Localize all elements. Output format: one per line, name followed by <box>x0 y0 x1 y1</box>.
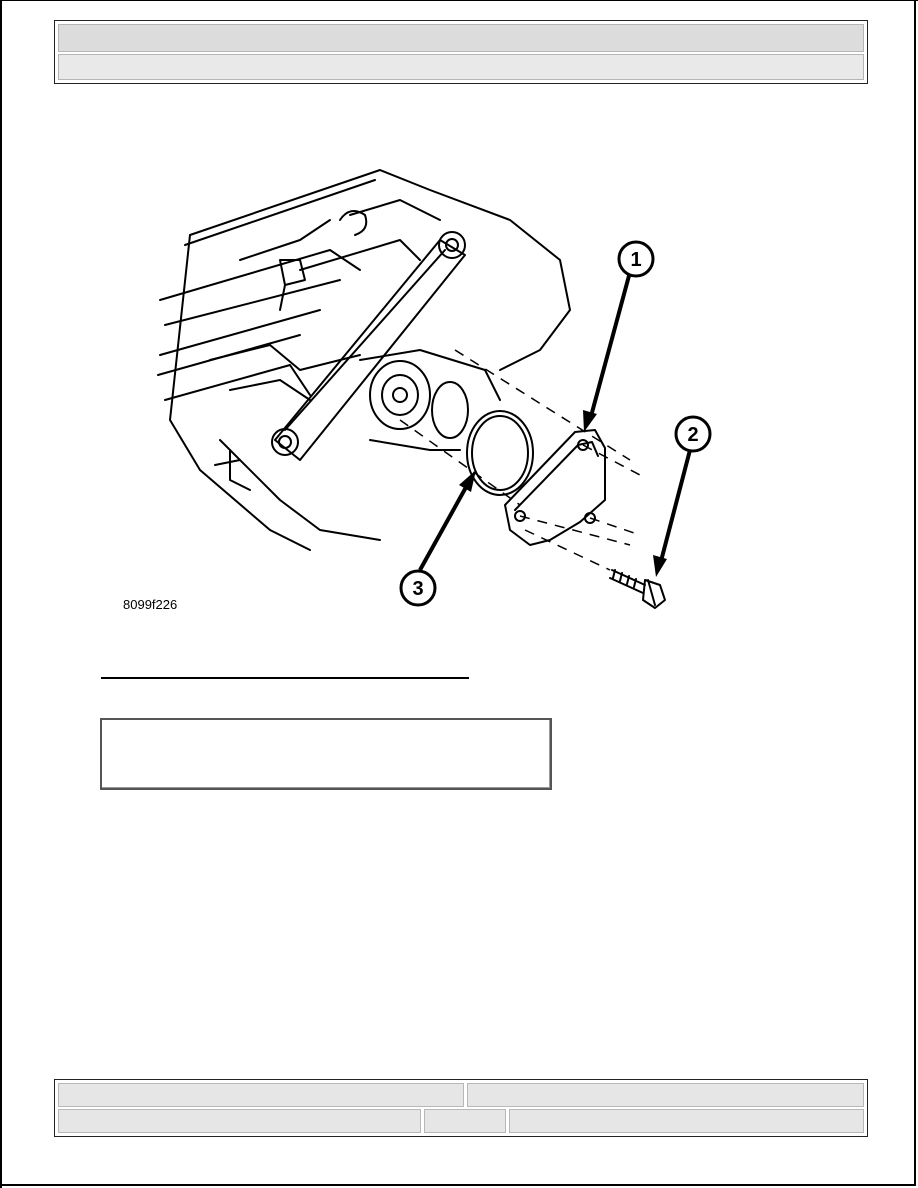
header-title-bar <box>58 24 864 52</box>
callout-3-label: 3 <box>412 578 423 600</box>
callout-3-circle <box>399 569 437 607</box>
callout-2-label: 2 <box>687 424 698 446</box>
header-subtitle-bar <box>58 54 864 80</box>
footer-cell-bottom-left <box>58 1109 421 1133</box>
footer-cell-top-right <box>467 1083 864 1107</box>
callout-2-circle <box>674 415 712 453</box>
page-header <box>54 20 868 84</box>
page-border-top <box>0 0 918 1</box>
footer-cell-bottom-middle <box>424 1109 506 1133</box>
callout-1-circle <box>617 240 655 278</box>
figure-caption: 8099f226 <box>123 597 178 612</box>
section-rule <box>101 677 469 679</box>
engine-cover-illustration: 1 2 3 <box>157 169 712 609</box>
page-footer <box>54 1079 868 1137</box>
footer-cell-top-left <box>58 1083 464 1107</box>
callout-1-label: 1 <box>630 249 641 271</box>
note-box <box>100 718 552 790</box>
page-border-left <box>0 0 2 1188</box>
footer-cell-bottom-right <box>509 1109 864 1133</box>
